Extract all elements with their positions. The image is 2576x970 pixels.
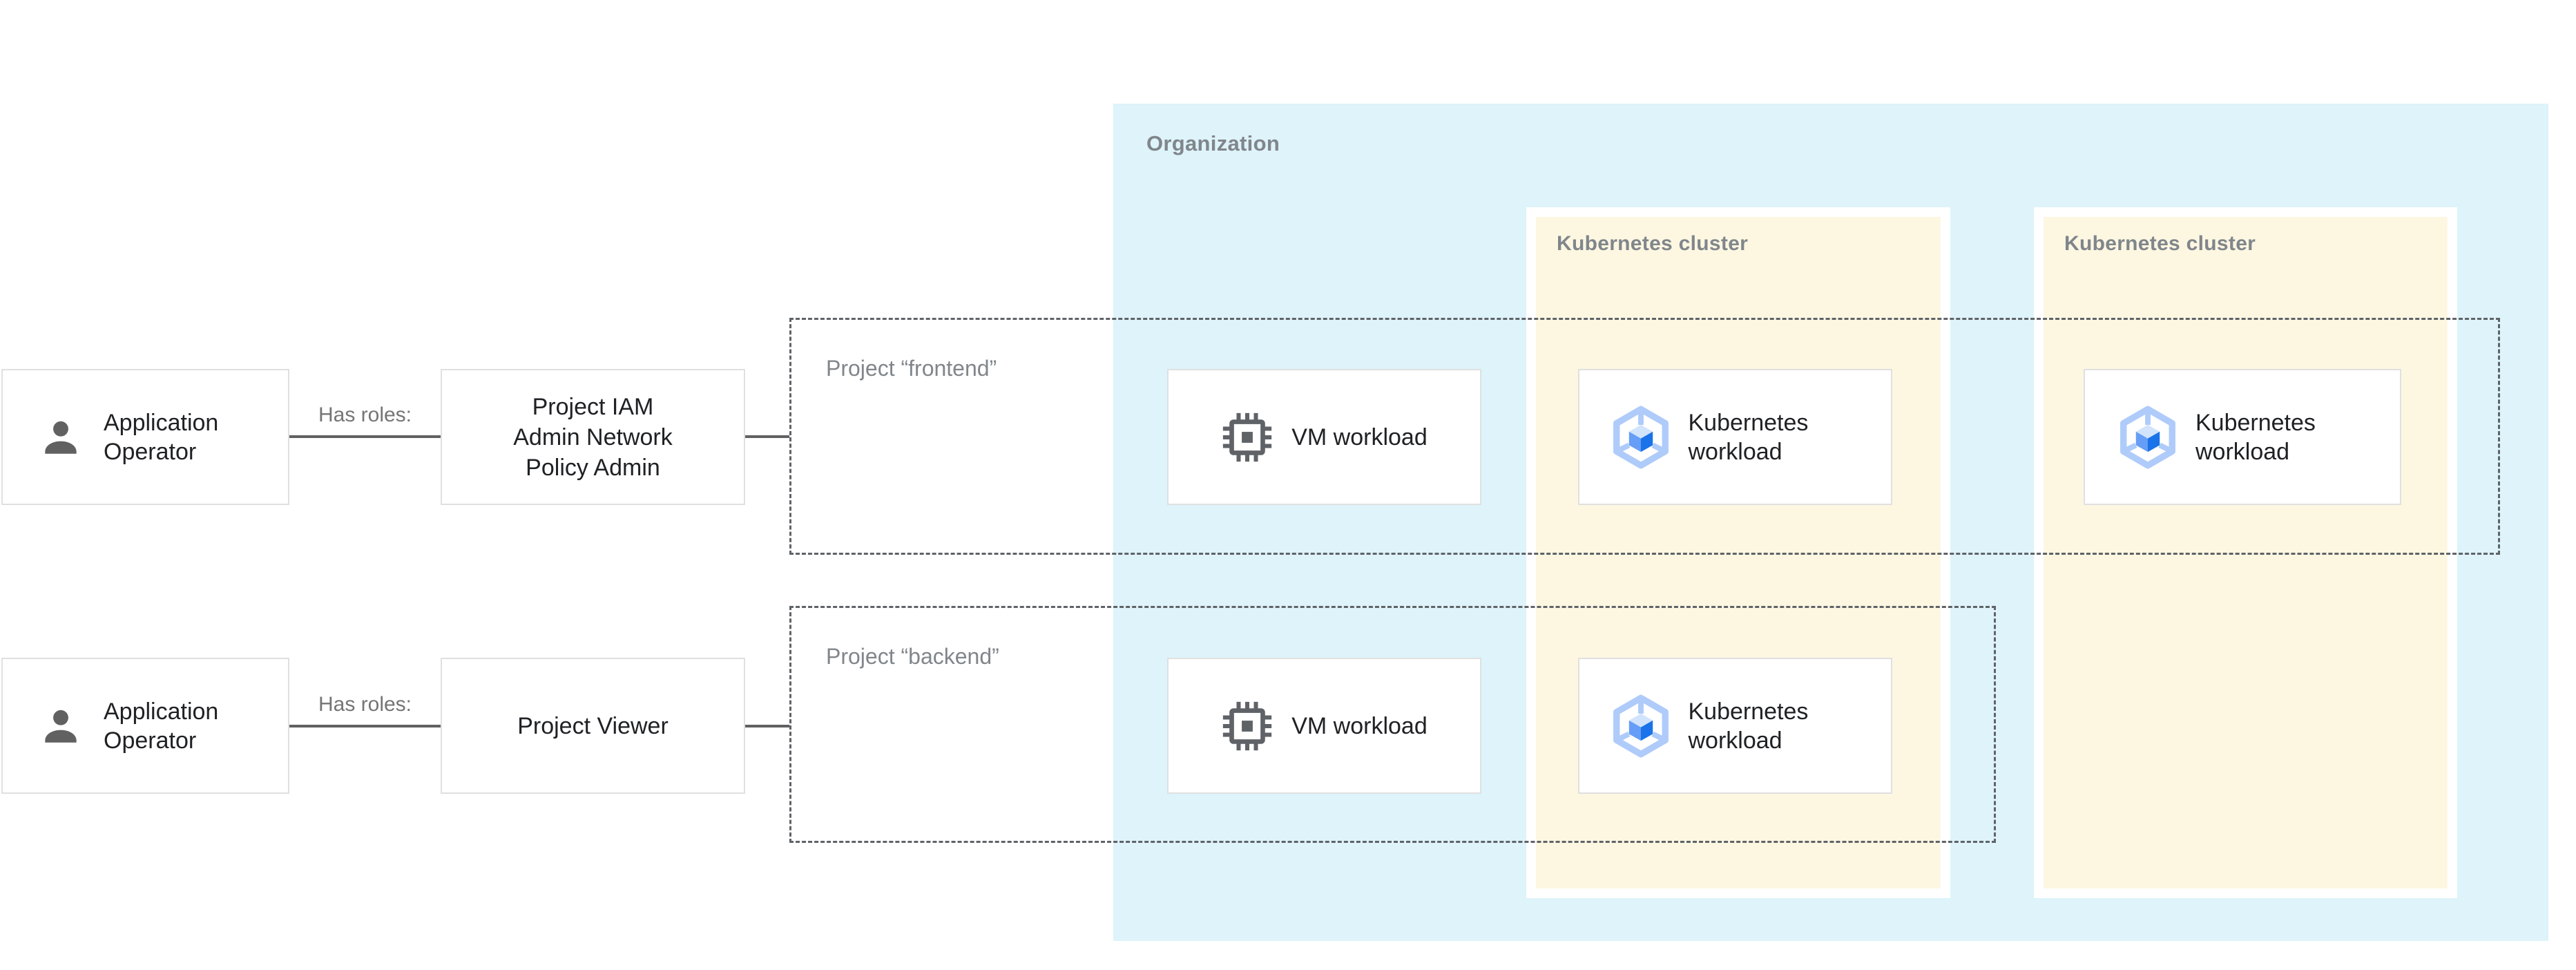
has-roles-label-1: Has roles: [318,403,412,426]
connector-actor2-role2 [289,725,441,728]
role-label: Project IAM Admin Network Policy Admin [513,392,673,483]
actor-label: Application Operator [104,409,219,465]
k8s-workload-label: Kubernetes workload [2195,409,2316,465]
vm-chip-icon [1223,412,1272,462]
k8s-workload-label: Kubernetes workload [1688,409,1809,465]
vm-workload-label: VM workload [1291,424,1428,450]
gke-icon [1613,406,1669,468]
role-line-2: Admin Network [513,424,673,450]
project-frontend-box: Project “frontend” [789,318,2500,555]
has-roles-label-2: Has roles: [318,693,412,716]
actor-label: Application Operator [104,698,219,754]
connector-actor1-role1 [289,435,441,438]
vm-workload-frontend: VM workload [1167,369,1481,505]
gke-icon [2120,406,2175,468]
role-line-3: Policy Admin [526,454,660,481]
connector-role1-frontend [745,435,789,438]
kubernetes-cluster-1-label: Kubernetes cluster [1557,232,1749,255]
project-backend-label: Project “backend” [826,644,999,669]
connector-role2-backend [745,725,789,728]
vm-workload-label: VM workload [1291,712,1428,739]
actor-application-operator-1: Application Operator [1,369,289,505]
organization-label: Organization [1146,131,1280,155]
project-frontend-label: Project “frontend” [826,356,997,381]
kubernetes-cluster-2-label: Kubernetes cluster [2064,232,2256,255]
role-line-1: Project IAM [532,393,654,420]
actor-application-operator-2: Application Operator [1,658,289,794]
role-label: Project Viewer [517,712,669,739]
person-icon [45,421,77,454]
k8s-workload-cluster1-backend: Kubernetes workload [1578,658,1892,794]
vm-workload-backend: VM workload [1167,658,1481,794]
role-project-iam-admin: Project IAM Admin Network Policy Admin [441,369,745,505]
gke-icon [1613,694,1669,757]
person-icon [45,710,77,743]
k8s-workload-cluster2-frontend: Kubernetes workload [2084,369,2401,505]
vm-chip-icon [1223,701,1272,750]
k8s-workload-cluster1-frontend: Kubernetes workload [1578,369,1892,505]
k8s-workload-label: Kubernetes workload [1688,698,1809,754]
role-project-viewer: Project Viewer [441,658,745,794]
project-backend-box: Project “backend” [789,606,1996,843]
